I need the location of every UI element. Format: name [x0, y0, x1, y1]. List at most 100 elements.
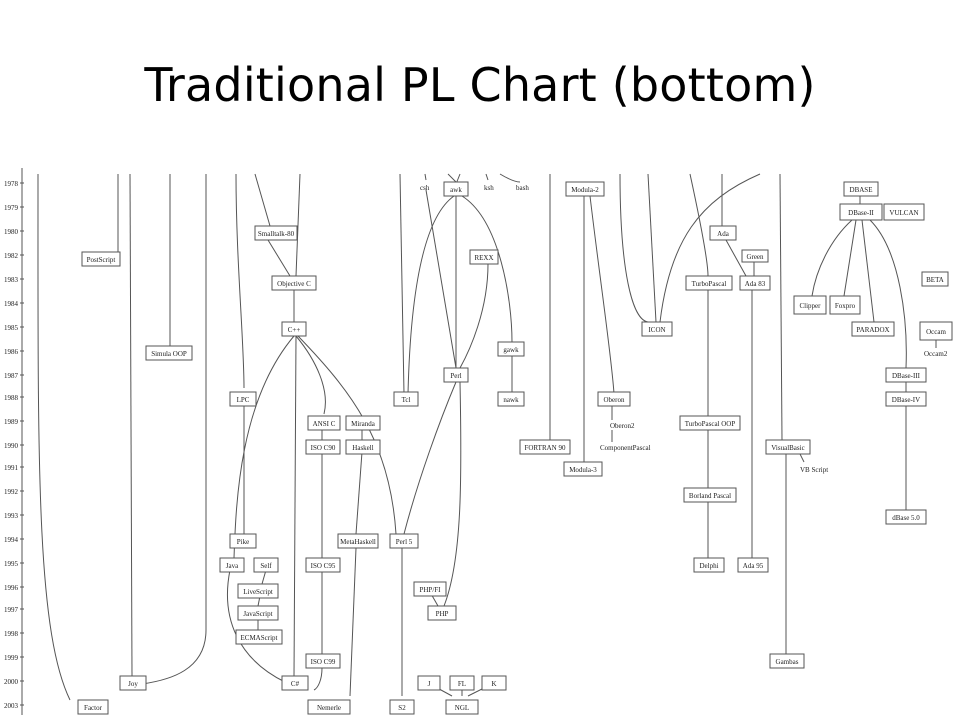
plain-label-oberon2: Oberon2 [610, 422, 635, 430]
year-label: 1999 [4, 654, 19, 662]
box-simula-oop: Simula OOP [145, 345, 193, 361]
box-java: Java [219, 557, 245, 573]
box-cpp: C++ [281, 321, 307, 337]
box-label: JavaScript [243, 610, 272, 618]
box-label: Perl [450, 372, 461, 380]
edge [403, 381, 457, 535]
box-label: ISO C90 [311, 444, 336, 452]
box-turbopascal-oop: TurboPascal OOP [679, 415, 741, 431]
edge [461, 195, 513, 343]
edge [459, 263, 489, 369]
box-label: TurboPascal OOP [685, 420, 736, 428]
box-dbase-ii: DBase-II [839, 203, 883, 221]
box-label: C++ [288, 326, 301, 334]
nodes: PostScript Simula OOP Factor Joy Smallta… [77, 181, 953, 715]
box-php-fi: PHP/FI [413, 581, 447, 597]
box-icon: ICON [641, 321, 673, 337]
box-paradox: PARADOX [851, 321, 895, 337]
box-iso-c90: ISO C90 [305, 439, 341, 455]
box-factor: Factor [77, 699, 109, 715]
box-label: FORTRAN 90 [524, 444, 566, 452]
edge [235, 173, 245, 389]
year-axis: 1978197919801982198319841985198619871988… [4, 168, 24, 715]
box-label: REXX [474, 254, 493, 262]
edges [37, 173, 937, 701]
edge [399, 173, 405, 395]
year-label: 1998 [4, 630, 19, 638]
box-label: ISO C95 [311, 562, 336, 570]
year-label: 1992 [4, 488, 19, 496]
box-oberon: Oberon [597, 391, 631, 407]
edge [425, 189, 457, 369]
box-beta: BETA [921, 271, 949, 287]
year-label: 1988 [4, 394, 19, 402]
box-label: FL [458, 680, 466, 688]
edge [647, 173, 657, 323]
box-joy: Joy [119, 675, 147, 691]
box-foxpro: Foxpro [829, 295, 861, 315]
edge [869, 219, 907, 369]
box-label: Ada 95 [743, 562, 764, 570]
year-label: 1980 [4, 228, 19, 236]
edge [689, 173, 709, 277]
box-label: VULCAN [889, 209, 918, 217]
box-label: BETA [926, 276, 944, 284]
edge [293, 335, 297, 677]
year-label: 1993 [4, 512, 19, 520]
year-label: 1991 [4, 464, 19, 472]
edge [407, 195, 455, 395]
box-s2: S2 [389, 699, 415, 715]
box-label: VisualBasic [771, 444, 804, 452]
box-label: Ada [717, 230, 730, 238]
box-label: Green [746, 253, 764, 261]
box-label: awk [450, 186, 462, 194]
box-visualbasic: VisualBasic [765, 439, 811, 455]
slide-title: Traditional PL Chart (bottom) [144, 58, 816, 112]
box-label: Haskell [352, 444, 373, 452]
box-delphi: Delphi [693, 557, 725, 573]
box-label: Nemerle [317, 704, 341, 712]
box-label: DBase-IV [892, 396, 920, 404]
box-label: Self [260, 562, 272, 570]
year-label: 1997 [4, 606, 19, 614]
edge [499, 173, 521, 183]
box-objective-c: Objective C [271, 275, 317, 291]
box-borland-pascal: Borland Pascal [683, 487, 737, 503]
box-label: Simula OOP [151, 350, 187, 358]
box-vulcan: VULCAN [883, 203, 925, 221]
year-label: 1995 [4, 560, 19, 568]
box-label: Foxpro [835, 302, 856, 310]
edge [861, 219, 875, 323]
box-label: Factor [84, 704, 103, 712]
edge [349, 547, 357, 697]
box-nial: NGL [445, 699, 479, 715]
year-label: 1986 [4, 348, 19, 356]
box-label: LiveScript [243, 588, 273, 596]
box-k: K [481, 675, 507, 691]
plain-label-vb-script: VB Script [800, 466, 828, 474]
box-label: Clipper [800, 302, 822, 310]
box-haskell: Haskell [345, 439, 381, 455]
box-label: Perl 5 [396, 538, 413, 546]
box-gambas: Gambas [769, 653, 805, 669]
box-miranda: Miranda [345, 415, 381, 431]
box-label: TurboPascal [692, 280, 727, 288]
box-ada: Ada [709, 225, 737, 241]
box-green: Green [741, 249, 769, 263]
box-php: PHP [427, 605, 457, 621]
box-label: Ada 83 [745, 280, 766, 288]
box-ecmascript: ECMAScript [235, 629, 283, 645]
box-label: PARADOX [856, 326, 889, 334]
box-label: NGL [455, 704, 469, 712]
box-fl: FL [449, 675, 475, 691]
year-label: 1982 [4, 252, 19, 260]
box-dbase-iii: DBase-III [885, 367, 927, 383]
box-lpc: LPC [229, 391, 257, 407]
box-label: PHP [436, 610, 449, 618]
box-dbase: DBASE [843, 181, 879, 197]
plain-label-occam2: Occam2 [924, 350, 948, 358]
box-label: ICON [648, 326, 665, 334]
box-label: nawk [503, 396, 519, 404]
box-label: DBase-II [848, 209, 874, 217]
plain-label-bash: bash [516, 184, 529, 192]
